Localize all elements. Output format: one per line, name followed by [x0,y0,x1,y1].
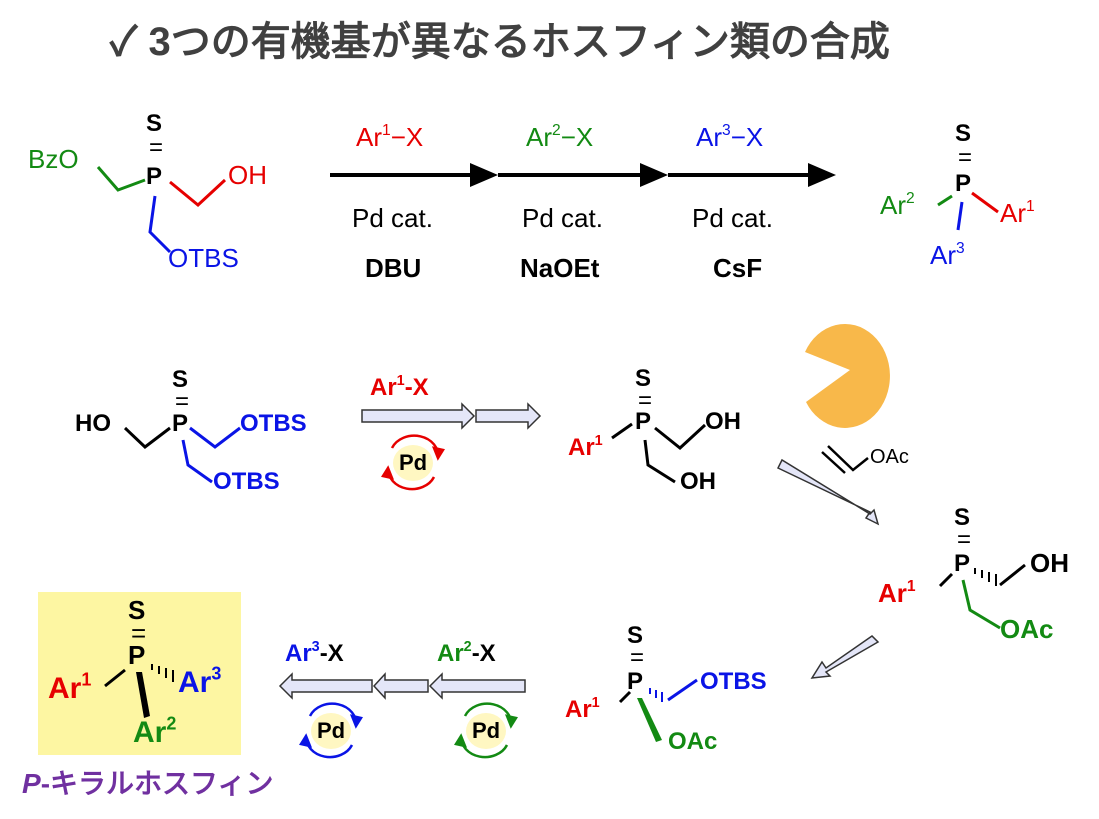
bond-bzo [96,166,146,192]
atom-s: S [635,365,652,392]
catalyst-label: Pd cat. [352,203,433,233]
base-label: DBU [365,253,422,283]
atom-p: P [128,640,146,670]
reaction-arrows [330,163,836,187]
group-ar1: Ar1 [1000,198,1035,228]
atom-s: S [172,366,189,393]
reagent-ar3x: Ar3−X [696,122,764,152]
hollow-arrow-diagonal-1 [776,458,880,526]
group-ar1: Ar1 [878,578,916,608]
group-otbs: OTBS [213,468,280,495]
catalyst-label: Pd cat. [522,203,603,233]
group-otbs: OTBS [168,243,239,273]
catalyst-label: Pd cat. [692,203,773,233]
pd-catalyst: Pd [393,445,433,481]
atom-s: S [627,622,644,649]
vinyl-acetate-label: OAc [870,446,909,468]
double-bond: = [630,644,645,671]
pd-catalyst: Pd [311,713,351,749]
pd-cycle-blue [299,702,363,759]
group-otbs: OTBS [700,668,767,695]
enzyme-pacman-icon [805,323,890,428]
atom-p: P [954,550,971,577]
double-bond: = [131,618,147,648]
caption: P-キラルホスフィン [22,768,274,799]
group-ar2: Ar2 [880,190,915,220]
bond-otbs [148,195,172,254]
slide-title: ✓ 3つの有機基が異なるホスフィン類の合成 [110,22,890,62]
atom-s: S [146,110,163,137]
double-bond: = [149,134,164,161]
atom-p: P [635,408,652,435]
atom-p: P [172,410,189,437]
group-otbs: OTBS [240,410,307,437]
reagent-ar1x: Ar1−X [356,122,424,152]
group-ar1: Ar1 [48,669,92,705]
group-ar3: Ar3 [178,663,222,699]
hollow-arrow-diagonal-2 [810,635,880,679]
double-bond: = [957,526,972,553]
bond-ar1 [971,191,999,214]
group-ar1: Ar1 [568,432,603,461]
pd-cycle-red [381,434,445,491]
pd-cycle-green [454,702,518,759]
group-oh: OH [1030,548,1069,578]
check-icon: ✓ [110,20,138,64]
reagent-ar2x: Ar2-X [437,638,496,667]
double-bond: = [958,144,973,171]
hollow-arrows-step1 [361,402,542,430]
hollow-arrows-left [278,672,526,700]
group-oh: OH [228,160,267,190]
vinyl-acetate [821,445,869,474]
reagent-ar2x: Ar2−X [526,122,594,152]
group-oac: OAc [1000,614,1054,644]
base-label: NaOEt [520,253,600,283]
atom-p: P [627,668,644,695]
title-text: 3つの有機基が異なるホスフィン類の合成 [148,20,890,64]
atom-s: S [954,504,971,531]
group-ar1: Ar1 [565,694,600,723]
bond-oh [169,178,227,207]
base-label: CsF [713,253,763,283]
atom-p: P [955,170,972,197]
group-ho: HO [75,410,111,437]
bond-ar3 [956,201,964,231]
double-bond: = [638,387,653,414]
group-oh: OH [680,468,716,495]
atom-s: S [955,120,972,147]
group-oh: OH [705,408,741,435]
group-ar3: Ar3 [930,240,965,270]
atom-p: P [146,163,163,190]
reagent-ar3x: Ar3-X [285,638,344,667]
group-ar2: Ar2 [133,713,177,749]
reagent-ar1x: Ar1-X [370,372,429,401]
double-bond: = [175,388,190,415]
pd-catalyst: Pd [466,713,506,749]
group-bzo: BzO [28,144,79,174]
bond-ar2 [937,194,953,207]
atom-s: S [128,595,146,625]
group-oac: OAc [668,728,718,755]
